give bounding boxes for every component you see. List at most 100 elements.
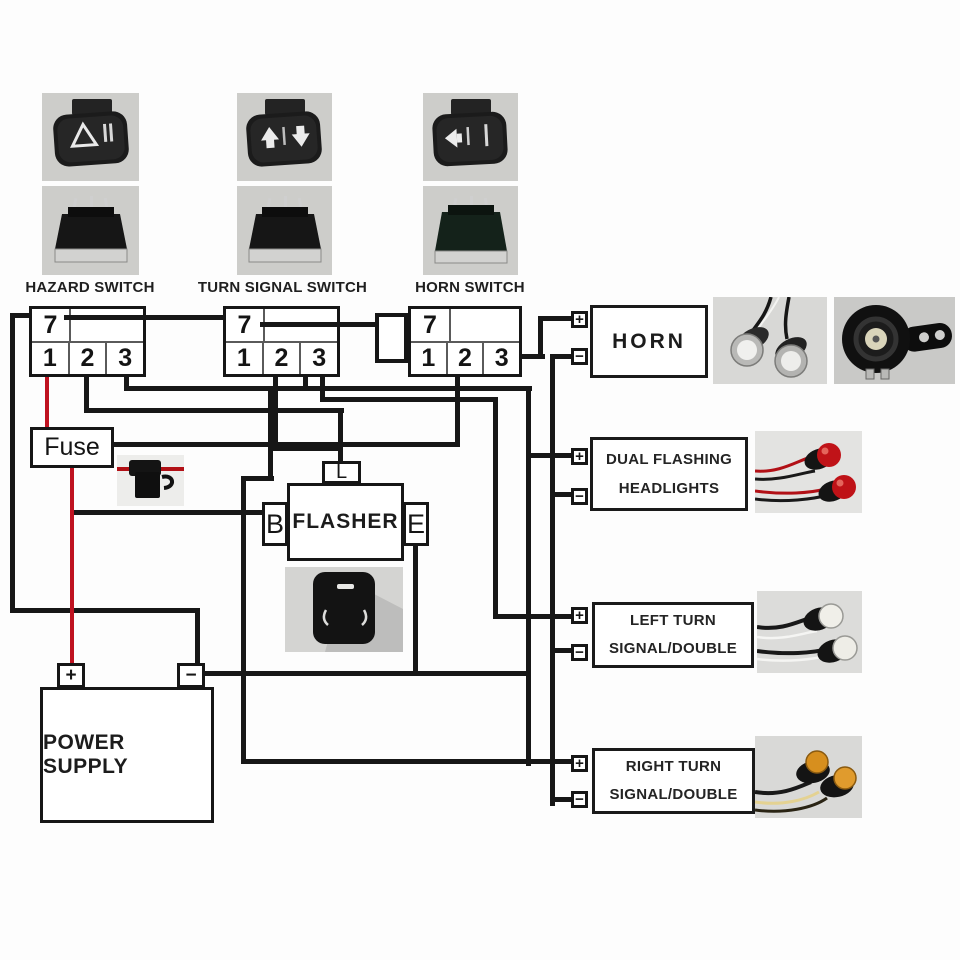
left-turn-minus-terminal: − [571, 644, 588, 661]
terminal-7: 7 [237, 310, 252, 339]
wire-horn-plus-riser [538, 316, 543, 359]
turn-up-arrow-icon [261, 127, 280, 149]
horn-minus-terminal: − [571, 348, 588, 365]
wire-flasher-l-drop [338, 408, 343, 465]
wire-horn-plus-feed [538, 316, 575, 321]
turn-signal-switch-photo-back [237, 186, 332, 275]
terminal-3: 3 [494, 344, 509, 372]
terminal-3: 3 [118, 344, 133, 372]
load-label-line1: DUAL FLASHING [605, 451, 733, 468]
plus-symbol: + [575, 755, 584, 772]
horn-component-image [834, 297, 955, 384]
wire-hazard2-run [84, 408, 344, 413]
flasher-label: FLASHER [292, 510, 399, 533]
terminal-2: 2 [458, 344, 472, 372]
minus-symbol: − [575, 644, 584, 661]
dual-minus-terminal: − [571, 488, 588, 505]
wire-right-plus-feed [241, 759, 577, 764]
wire-hazard2-drop [84, 377, 89, 413]
horn-switch-terminal-block: 7 1 2 3 [408, 306, 522, 377]
rocker-switch-back-image [237, 186, 332, 275]
flasher-relay-image [285, 567, 403, 652]
wire-flasher-b-run [71, 510, 265, 515]
flasher-terminal-e: E [403, 502, 429, 546]
horn-load-box: HORN [590, 305, 708, 378]
inline-fuse-holder-image [117, 455, 184, 506]
minus-symbol: − [575, 488, 584, 505]
right-turn-signal-box: RIGHT TURN SIGNAL/DOUBLE [592, 748, 755, 814]
terminal-1: 1 [236, 344, 251, 372]
horn-switch-photo-back [423, 186, 518, 275]
wire-left-plus-feed [493, 614, 577, 619]
wire-left-minus [550, 648, 577, 653]
wire-hazard3-drop [124, 377, 129, 391]
power-supply-plus-terminal: + [57, 663, 85, 688]
wire-left-bottom [10, 608, 200, 613]
led-button-lights-photo [713, 297, 827, 384]
wire-turn3-run [320, 397, 498, 402]
rocker-switch-image [42, 93, 139, 181]
led-button-lights-image [713, 297, 827, 384]
hazard-switch-photo-front [42, 93, 139, 181]
horn-plus-terminal: + [571, 311, 588, 328]
hazard-switch-label: HAZARD SWITCH [25, 279, 155, 296]
fuse-holder-photo [117, 455, 184, 506]
wire-bus-v3-ground [550, 354, 555, 806]
wire-red-hazard1-fuse [45, 377, 49, 429]
power-supply-box: POWER SUPPLY [40, 687, 214, 823]
wire-turn2-run [273, 446, 343, 451]
rocker-switch-back-image [423, 186, 518, 275]
wire-branch-vertical [241, 476, 246, 764]
hazard-warning-triangle-icon [69, 121, 100, 148]
horn-switch-label: HORN SWITCH [415, 279, 525, 296]
wire-fuse-run [111, 442, 460, 447]
red-marker-lights-photo [755, 431, 862, 513]
amber-turn-signal-lights-image [755, 736, 862, 818]
turn-signal-switch-terminal-block: 7 1 2 3 [223, 306, 340, 377]
wire-7bus-turn-horn [260, 322, 377, 327]
minus-symbol: − [575, 791, 584, 808]
terminal-2: 2 [80, 344, 95, 372]
horn-trumpet-icon [444, 128, 458, 148]
flasher-box: FLASHER [287, 483, 404, 561]
flasher-terminal-b: B [262, 502, 288, 546]
plus-symbol: + [575, 311, 584, 328]
minus-symbol: − [185, 664, 197, 686]
load-label-line1: RIGHT TURN [625, 758, 722, 775]
turn-signal-switch-photo-front [237, 93, 332, 181]
wire-turn-stub [303, 377, 308, 390]
load-label-line2: SIGNAL/DOUBLE [608, 640, 738, 657]
terminal-1: 1 [42, 344, 57, 372]
wire-turn2-drop [273, 377, 278, 451]
minus-symbol: − [575, 348, 584, 365]
load-label-line2: HEADLIGHTS [618, 480, 720, 497]
amber-turn-signal-lights-photo [755, 736, 862, 818]
plus-symbol: + [575, 448, 584, 465]
wire-left-vertical [10, 313, 15, 613]
fuse-box: Fuse [30, 427, 114, 468]
dual-flashing-headlights-box: DUAL FLASHING HEADLIGHTS [590, 437, 748, 511]
wire-turn3-drop [320, 377, 325, 402]
flasher-relay-photo [285, 567, 403, 652]
wire-branch-drop [268, 386, 273, 481]
horn-switch-photo-front [423, 93, 518, 181]
load-label-line2: SIGNAL/DOUBLE [609, 786, 738, 803]
terminal-7: 7 [423, 310, 437, 339]
horn-component-photo [834, 297, 955, 384]
clear-turn-signal-lights-image [757, 591, 862, 673]
power-supply-minus-terminal: − [177, 663, 205, 688]
red-marker-lights-image [755, 431, 862, 513]
wire-bus-v2 [526, 386, 531, 766]
plus-symbol: + [65, 664, 77, 686]
wire-bus-v1 [493, 397, 498, 619]
terminal-e-label: E [406, 508, 425, 539]
plus-symbol: + [575, 607, 584, 624]
power-supply-label: POWER SUPPLY [43, 731, 129, 778]
dual-plus-terminal: + [571, 448, 588, 465]
wire-flasher-e-drop [413, 545, 418, 676]
horn-switch-jumper-box [375, 313, 408, 363]
wire-hazard3-run [124, 386, 532, 391]
left-turn-plus-terminal: + [571, 607, 588, 624]
wire-horn-minus [552, 354, 575, 359]
